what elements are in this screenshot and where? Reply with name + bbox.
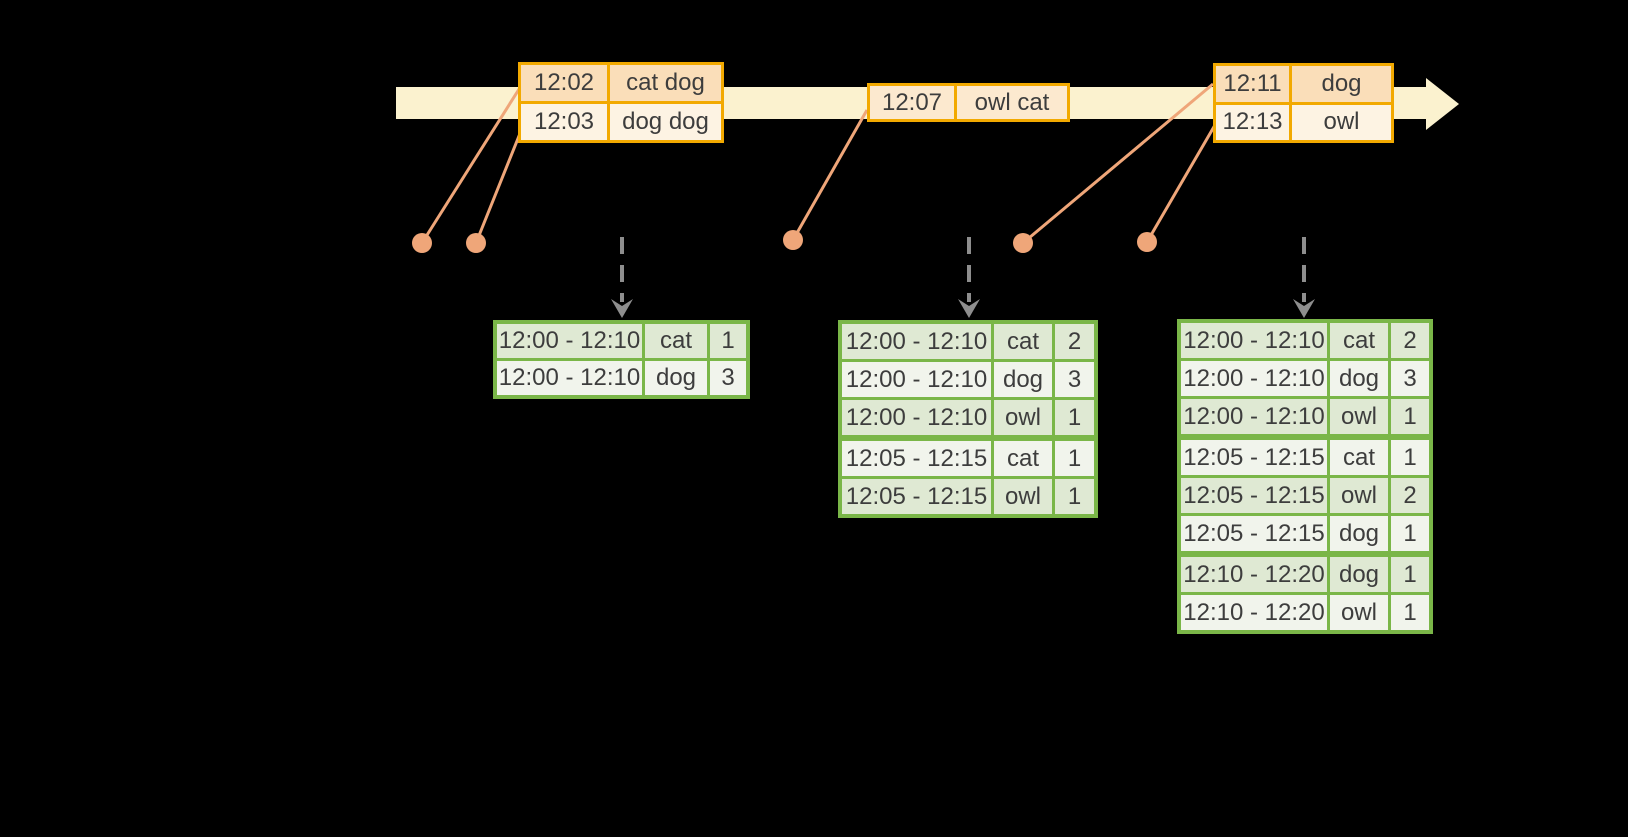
word-cell: cat	[645, 324, 707, 358]
connector-line	[420, 85, 523, 244]
table-row: 12:00 - 12:10 cat 1	[497, 324, 746, 358]
event-dot	[1013, 233, 1033, 253]
event-dot	[412, 233, 432, 253]
table-row: 12:05 - 12:15 owl 1	[842, 479, 1094, 514]
word-cell: dog	[994, 362, 1052, 397]
count-cell: 2	[1055, 324, 1094, 359]
word-cell: dog	[645, 361, 707, 395]
event-words-cell: dog dog	[610, 104, 721, 140]
event-box-2: 12:07 owl cat	[867, 83, 1070, 122]
count-cell: 1	[1391, 557, 1429, 592]
word-cell: owl	[1330, 595, 1388, 630]
result-table-2: 12:00 - 12:10 cat 2 12:00 - 12:10 dog 3 …	[838, 320, 1098, 518]
count-cell: 1	[1055, 479, 1094, 514]
event-dot	[1137, 232, 1157, 252]
table-row: 12:10 - 12:20 dog 1	[1181, 557, 1429, 592]
table-row: 12:05 - 12:15 owl 2	[1181, 478, 1429, 513]
word-cell: cat	[994, 324, 1052, 359]
event-words-cell: owl cat	[957, 86, 1067, 119]
count-cell: 2	[1391, 323, 1429, 358]
count-cell: 1	[710, 324, 746, 358]
count-cell: 3	[1391, 361, 1429, 396]
window-cell: 12:10 - 12:20	[1181, 595, 1327, 630]
word-cell: owl	[1330, 478, 1388, 513]
window-cell: 12:10 - 12:20	[1181, 557, 1327, 592]
table-row: 12:05 - 12:15 dog 1	[1181, 516, 1429, 551]
event-row: 12:03 dog dog	[521, 104, 721, 140]
window-cell: 12:00 - 12:10	[1181, 323, 1327, 358]
window-cell: 12:05 - 12:15	[1181, 440, 1327, 475]
window-cell: 12:00 - 12:10	[1181, 399, 1327, 434]
table-row: 12:05 - 12:15 cat 1	[842, 441, 1094, 476]
table-row: 12:10 - 12:20 owl 1	[1181, 595, 1429, 630]
trigger-arrowhead-icon	[958, 299, 980, 318]
window-cell: 12:00 - 12:10	[842, 362, 991, 397]
table-row: 12:00 - 12:10 owl 1	[1181, 399, 1429, 434]
window-cell: 12:05 - 12:15	[1181, 516, 1327, 551]
table-row: 12:00 - 12:10 owl 1	[842, 400, 1094, 435]
event-dot	[466, 233, 486, 253]
word-cell: cat	[994, 441, 1052, 476]
table-row: 12:05 - 12:15 cat 1	[1181, 440, 1429, 475]
word-cell: owl	[994, 479, 1052, 514]
event-time-cell: 12:07	[870, 86, 954, 119]
result-table-3: 12:00 - 12:10 cat 2 12:00 - 12:10 dog 3 …	[1177, 319, 1433, 634]
window-cell: 12:00 - 12:10	[1181, 361, 1327, 396]
event-words-cell: owl	[1292, 104, 1391, 140]
connector-line	[1022, 82, 1214, 245]
count-cell: 1	[1391, 595, 1429, 630]
event-row: 12:11 dog	[1216, 66, 1391, 102]
word-cell: cat	[1330, 440, 1388, 475]
count-cell: 1	[1391, 440, 1429, 475]
window-cell: 12:00 - 12:10	[842, 400, 991, 435]
table-row: 12:00 - 12:10 dog 3	[1181, 361, 1429, 396]
count-cell: 1	[1391, 399, 1429, 434]
count-cell: 3	[710, 361, 746, 395]
event-box-3: 12:11 dog 12:13 owl	[1213, 63, 1394, 143]
connector-line	[1145, 124, 1217, 243]
result-table-1: 12:00 - 12:10 cat 1 12:00 - 12:10 dog 3	[493, 320, 750, 399]
trigger-arrowhead-icon	[611, 299, 633, 318]
event-row: 12:07 owl cat	[870, 86, 1067, 119]
table-row: 12:00 - 12:10 cat 2	[1181, 323, 1429, 358]
count-cell: 1	[1055, 400, 1094, 435]
word-cell: owl	[994, 400, 1052, 435]
event-dot	[783, 230, 803, 250]
word-cell: dog	[1330, 557, 1388, 592]
window-cell: 12:00 - 12:10	[497, 361, 642, 395]
count-cell: 3	[1055, 362, 1094, 397]
event-box-1: 12:02 cat dog 12:03 dog dog	[518, 62, 724, 143]
event-time-cell: 12:11	[1216, 66, 1289, 102]
event-row: 12:02 cat dog	[521, 65, 721, 101]
table-row: 12:00 - 12:10 dog 3	[842, 362, 1094, 397]
window-cell: 12:05 - 12:15	[842, 479, 991, 514]
timeline-arrowhead-icon	[1426, 78, 1459, 130]
window-cell: 12:05 - 12:15	[842, 441, 991, 476]
word-cell: owl	[1330, 399, 1388, 434]
connector-line	[474, 125, 525, 244]
event-words-cell: cat dog	[610, 65, 721, 101]
window-cell: 12:00 - 12:10	[842, 324, 991, 359]
count-cell: 1	[1391, 516, 1429, 551]
connector-line	[791, 109, 869, 241]
count-cell: 2	[1391, 478, 1429, 513]
event-time-cell: 12:13	[1216, 104, 1289, 140]
count-cell: 1	[1055, 441, 1094, 476]
window-cell: 12:05 - 12:15	[1181, 478, 1327, 513]
word-cell: cat	[1330, 323, 1388, 358]
window-cell: 12:00 - 12:10	[497, 324, 642, 358]
event-time-cell: 12:02	[521, 65, 607, 101]
word-cell: dog	[1330, 516, 1388, 551]
table-row: 12:00 - 12:10 dog 3	[497, 361, 746, 395]
word-cell: dog	[1330, 361, 1388, 396]
trigger-arrowhead-icon	[1293, 299, 1315, 318]
table-row: 12:00 - 12:10 cat 2	[842, 324, 1094, 359]
event-words-cell: dog	[1292, 66, 1391, 102]
event-time-cell: 12:03	[521, 104, 607, 140]
event-row: 12:13 owl	[1216, 104, 1391, 140]
